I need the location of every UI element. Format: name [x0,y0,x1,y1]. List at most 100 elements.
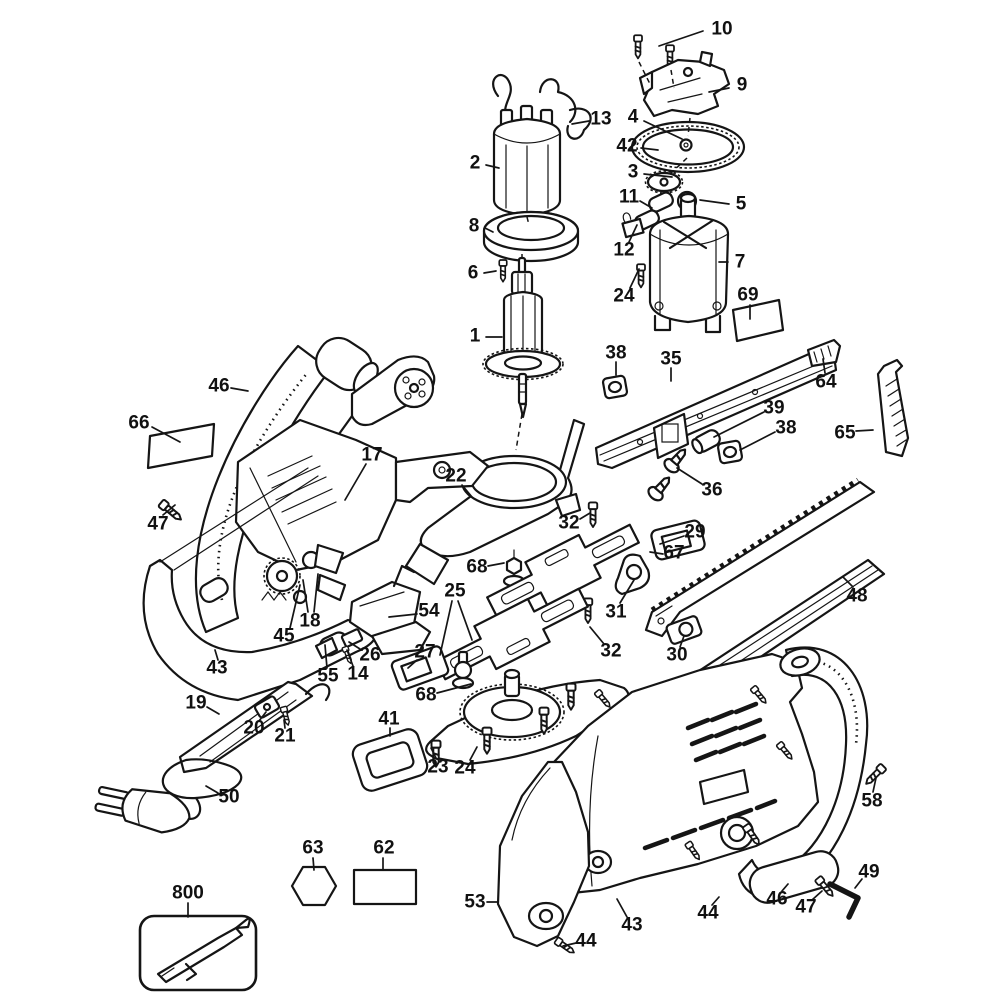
callout-label-55: 55 [317,666,339,687]
callout-leader-47 [811,890,823,901]
callout-leader-25 [439,600,453,656]
callout-label-20: 20 [243,718,264,739]
housing-half-17-drawing [234,418,490,572]
callout-label-2: 2 [470,153,481,174]
callout-label-3: 3 [628,162,639,183]
drive-plates-25-drawing [435,523,640,681]
callout-leader-9 [708,87,730,93]
callout-leader-38 [739,431,776,451]
callout-label-50: 50 [218,787,239,808]
callout-leader-65 [855,429,874,432]
callout-label-49: 49 [858,862,879,883]
guide-rail-35-drawing [594,338,842,470]
callout-label-38: 38 [775,418,796,439]
screw-6-drawing [498,259,508,283]
callout-leader-23 [430,747,437,759]
gear-plate-drawing [425,668,630,768]
callout-label-4: 4 [628,107,639,128]
callout-label-46: 46 [766,889,787,910]
cord-clamp-20-drawing [253,695,281,719]
callout-leader-46 [230,387,249,392]
callout-label-62: 62 [373,838,394,859]
callout-label-47: 47 [795,897,816,918]
callout-leader-26 [348,641,361,650]
callout-label-53: 53 [464,892,485,913]
callout-label-14: 14 [347,664,369,685]
callout-label-8: 8 [469,216,480,237]
callout-label-7: 7 [735,252,746,273]
callout-label-43: 43 [206,658,227,679]
callout-leader-19 [206,706,220,715]
callout-leader-14 [346,649,354,667]
label-plate-66-drawing [146,422,216,470]
strip-65-drawing [876,358,910,458]
button-27-drawing [390,645,450,691]
callout-label-26: 26 [359,645,380,666]
callout-leader-43 [616,898,628,918]
gasket-41-drawing [351,728,429,792]
roller-39-drawing [691,429,721,455]
callout-label-65: 65 [834,423,856,444]
callout-label-64: 64 [815,372,837,393]
rect-symbol-62-drawing [352,868,418,906]
assembly-dashed-lines [515,61,691,451]
rear-handle-46-drawing [737,646,869,904]
callout-leader-48 [842,576,854,588]
callout-label-47: 47 [147,514,168,535]
callout-label-31: 31 [605,602,627,623]
callout-leader-43 [214,649,219,661]
callout-label-27: 27 [414,642,435,663]
callout-leader-10 [658,30,704,47]
callout-label-46: 46 [208,376,229,397]
saw-blade-drawing [644,477,876,638]
ring-gear-42-drawing [630,120,746,174]
callout-leader-64 [822,358,826,374]
callout-label-63: 63 [302,838,323,859]
callout-leader-39 [713,411,765,438]
screw-32-upper-drawing [587,501,599,528]
callout-leader-25 [457,600,473,641]
callout-label-68: 68 [415,685,436,706]
callout-label-5: 5 [736,194,747,215]
callout-label-48: 48 [846,586,867,607]
callout-leader-29 [659,535,685,545]
callout-label-17: 17 [361,445,382,466]
callout-label-39: 39 [763,398,784,419]
callout-leader-46 [781,883,789,892]
callout-leader-21 [283,719,286,729]
callout-label-58: 58 [861,791,882,812]
hex-key-49-drawing [827,881,861,920]
callout-label-1: 1 [470,326,481,347]
callout-label-44: 44 [697,903,719,924]
switch-54-drawing [348,564,432,656]
callout-leader-42 [640,147,659,151]
callout-leader-49 [854,878,863,889]
armature-1-drawing [482,256,564,419]
callout-leader-32 [579,512,591,520]
callout-leader-17 [344,463,367,501]
bearing-68-lower-drawing [451,650,475,690]
field-coil-2-drawing [492,104,562,217]
callout-leader-47 [162,504,176,516]
callout-label-6: 6 [468,263,479,284]
front-handle-46-drawing [194,336,379,634]
callout-label-42: 42 [616,136,637,157]
parts-26-14-55-drawing [314,628,364,666]
callout-leader-31 [619,579,635,604]
cord-plug-50-drawing [94,758,243,834]
callout-leader-24 [469,746,478,761]
callout-leader-67 [649,551,664,555]
square-nut-38-right-drawing [716,439,744,465]
hub-4-drawing [679,138,693,152]
gear-frame-22-drawing [404,418,586,586]
callout-label-67: 67 [663,543,684,564]
callout-leader-55 [324,644,328,669]
callout-label-44: 44 [575,931,597,952]
callout-leader-45 [289,584,301,629]
callout-leader-11 [639,200,653,209]
callout-label-10: 10 [711,19,732,40]
callout-label-32: 32 [558,513,579,534]
